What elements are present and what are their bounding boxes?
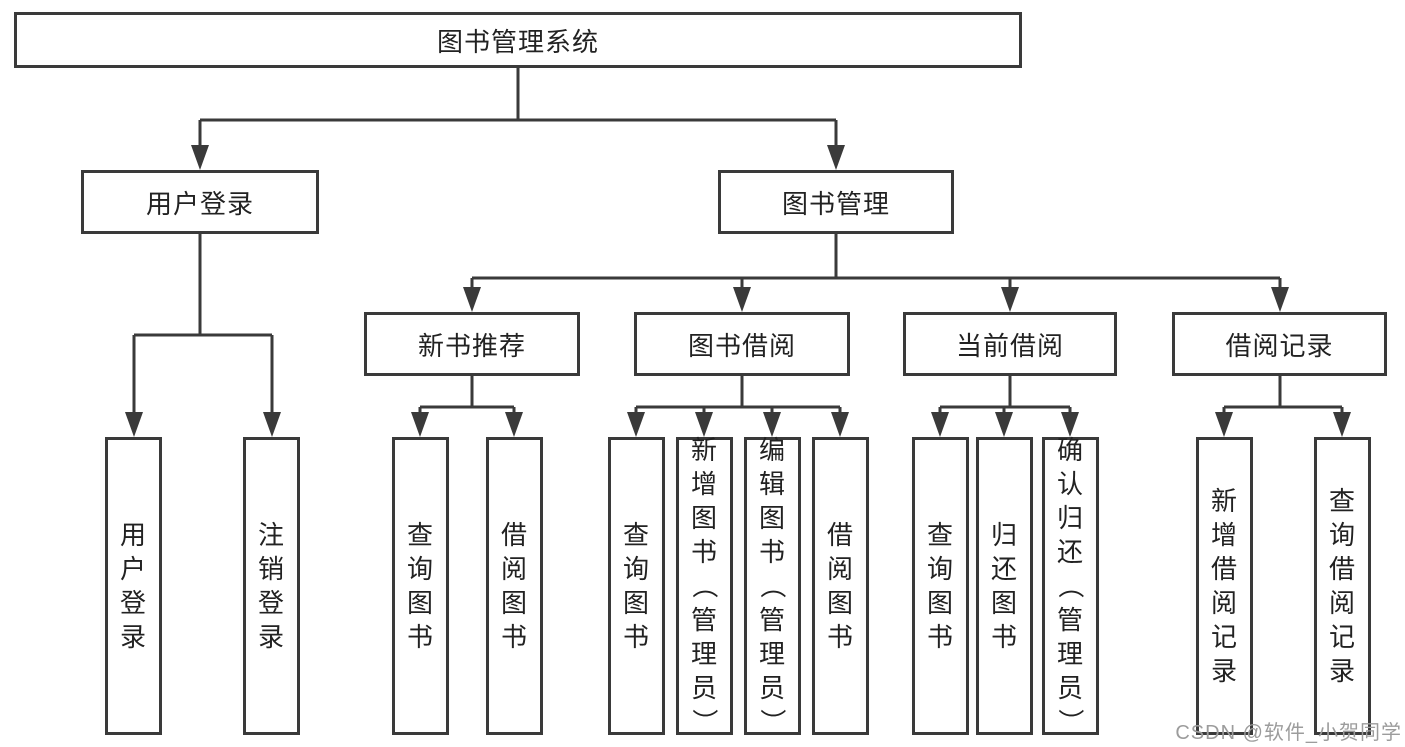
leaf-edit-book-admin: 编辑图书（管理员） [744, 435, 801, 736]
leaf-edit-book-admin-label: 编辑图书（管理员） [757, 435, 788, 736]
leaf-add-book-admin-label: 新增图书（管理员） [689, 435, 720, 736]
node-book-borrowing: 图书借阅 [634, 312, 850, 376]
leaf-query-book-recommend-label: 查询图书 [406, 520, 434, 652]
leaf-return-book: 归还图书 [976, 437, 1033, 735]
node-book-management-label: 图书管理 [781, 188, 890, 219]
leaf-query-book-borrowing-label: 查询图书 [622, 520, 650, 652]
node-library-system-label: 图书管理系统 [436, 26, 599, 57]
node-new-book-recommend: 新书推荐 [364, 312, 580, 376]
leaf-logout-label: 注销登录 [257, 520, 285, 652]
node-borrowing-records-label: 借阅记录 [1225, 330, 1334, 361]
leaf-add-borrow-record-label: 新增借阅记录 [1210, 486, 1238, 686]
node-library-system: 图书管理系统 [14, 12, 1022, 68]
leaf-query-book-current: 查询图书 [912, 437, 969, 735]
leaf-borrow-book: 借阅图书 [812, 437, 869, 735]
leaf-user-login: 用户登录 [105, 437, 162, 735]
leaf-query-borrow-record-label: 查询借阅记录 [1328, 486, 1356, 686]
leaf-user-login-label: 用户登录 [119, 520, 147, 652]
leaf-query-borrow-record: 查询借阅记录 [1314, 437, 1371, 735]
node-current-borrowing: 当前借阅 [903, 312, 1117, 376]
watermark: CSDN @软件_小贺同学 [1175, 722, 1402, 744]
leaf-borrow-book-label: 借阅图书 [826, 520, 854, 652]
leaf-confirm-return-admin: 确认归还（管理员） [1042, 435, 1099, 736]
leaf-borrow-book-recommend-label: 借阅图书 [500, 520, 528, 652]
leaf-add-book-admin: 新增图书（管理员） [676, 435, 733, 736]
leaf-borrow-book-recommend: 借阅图书 [486, 437, 543, 735]
leaf-logout: 注销登录 [243, 437, 300, 735]
node-new-book-recommend-label: 新书推荐 [417, 330, 526, 361]
leaf-query-book-current-label: 查询图书 [926, 520, 954, 652]
leaf-query-book-borrowing: 查询图书 [608, 437, 665, 735]
leaf-add-borrow-record: 新增借阅记录 [1196, 437, 1253, 735]
node-borrowing-records: 借阅记录 [1172, 312, 1387, 376]
node-book-management: 图书管理 [718, 170, 954, 234]
leaf-query-book-recommend: 查询图书 [392, 437, 449, 735]
node-book-borrowing-label: 图书借阅 [687, 330, 796, 361]
node-user-login-label: 用户登录 [145, 188, 254, 219]
node-current-borrowing-label: 当前借阅 [955, 330, 1064, 361]
node-user-login: 用户登录 [81, 170, 319, 234]
leaf-return-book-label: 归还图书 [990, 520, 1018, 652]
leaf-confirm-return-admin-label: 确认归还（管理员） [1055, 435, 1086, 736]
